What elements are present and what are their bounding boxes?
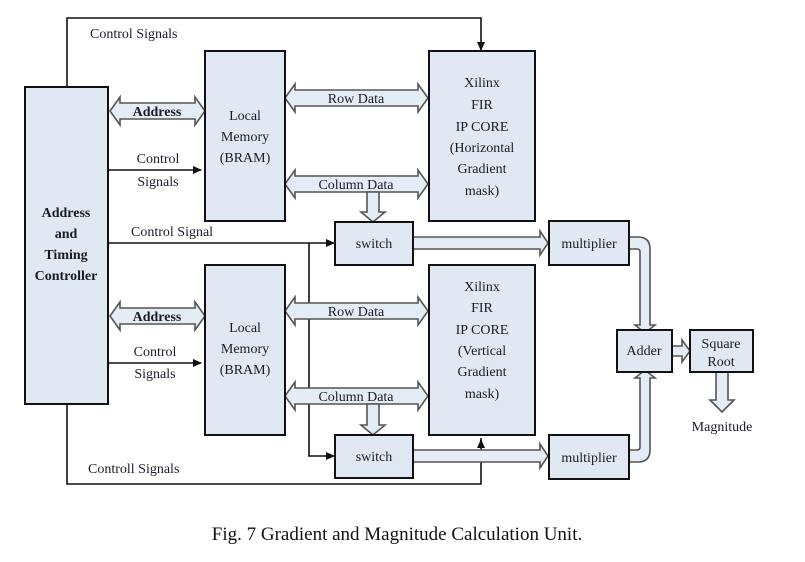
controll-signals-bottom-label: Controll Signals: [88, 462, 179, 477]
column-data-top-label: Column Data: [318, 178, 394, 193]
switch-to-multiplier-bus-top: [412, 228, 549, 258]
memory-bottom-label-2: Memory: [221, 342, 269, 357]
fir-bottom-label-6: mask): [465, 387, 500, 402]
multiplier-bottom-label: multiplier: [561, 451, 617, 466]
adder-block: Adder: [616, 329, 673, 373]
magnitude-label: Magnitude: [692, 420, 753, 435]
fir-top-label-6: mask): [465, 184, 500, 199]
multiplier-to-adder-bus-top: [627, 236, 658, 335]
local-memory-top-block: Local Memory (BRAM): [204, 50, 286, 222]
multiplier-bottom-block: multiplier: [548, 434, 630, 480]
switch-bottom-block: switch: [334, 434, 414, 479]
adder-to-sqrt-bus: [671, 337, 691, 365]
control-wire-switch-bottom: [308, 243, 335, 460]
local-memory-bottom-block: Local Memory (BRAM): [204, 264, 286, 436]
control-top-label-1: Control: [137, 152, 180, 167]
memory-top-label-1: Local: [229, 109, 261, 124]
sqrt-label-1: Square: [702, 337, 741, 352]
memory-top-label-3: (BRAM): [220, 151, 271, 166]
control-top-label-2: Signals: [137, 175, 178, 190]
controller-label-4: Controller: [35, 269, 98, 284]
switch-to-multiplier-bus-bottom: [412, 441, 549, 471]
fir-top-label-3: IP CORE: [456, 120, 509, 135]
controller-label-1: Address: [42, 206, 91, 221]
row-data-bottom-label: Row Data: [328, 305, 385, 320]
fir-top-label-4: (Horizontal: [450, 141, 515, 156]
square-root-block: Square Root: [689, 329, 754, 373]
address-top-label: Address: [133, 105, 182, 120]
adder-label: Adder: [627, 344, 662, 359]
switch-top-label: switch: [356, 237, 393, 252]
row-data-top-label: Row Data: [328, 92, 385, 107]
column-data-bus-top: [284, 167, 429, 224]
switch-top-block: switch: [334, 221, 414, 266]
fir-bottom-label-3: IP CORE: [456, 323, 509, 338]
fir-top-label-2: FIR: [471, 98, 493, 113]
sqrt-to-magnitude-bus: [708, 371, 736, 414]
fir-bottom-label-1: Xilinx: [464, 280, 500, 295]
controller-label-2: and: [55, 227, 78, 242]
address-bottom-label: Address: [133, 310, 182, 325]
fir-bottom-label-4: (Vertical: [458, 344, 506, 359]
figure-caption: Fig. 7 Gradient and Magnitude Calculatio…: [212, 524, 582, 545]
address-timing-controller-block: Address and Timing Controller: [24, 86, 109, 405]
sqrt-label-2: Root: [707, 355, 734, 370]
control-signal-mid-label: Control Signal: [131, 225, 213, 240]
fir-top-label-1: Xilinx: [464, 76, 500, 91]
multiplier-to-adder-bus-bottom: [627, 368, 658, 463]
fir-horizontal-block: Xilinx FIR IP CORE (Horizontal Gradient …: [428, 50, 536, 222]
column-data-bottom-label: Column Data: [318, 390, 394, 405]
multiplier-top-block: multiplier: [548, 220, 630, 266]
memory-bottom-label-1: Local: [229, 321, 261, 336]
fir-bottom-label-5: Gradient: [458, 365, 507, 380]
fir-top-label-5: Gradient: [458, 162, 507, 177]
fir-bottom-label-2: FIR: [471, 301, 493, 316]
control-bottom-label-1: Control: [134, 345, 177, 360]
controller-label-3: Timing: [44, 248, 87, 263]
switch-bottom-label: switch: [356, 450, 393, 465]
memory-bottom-label-3: (BRAM): [220, 363, 271, 378]
fir-vertical-block: Xilinx FIR IP CORE (Vertical Gradient ma…: [428, 264, 536, 436]
control-wire-top: [66, 17, 485, 87]
control-signals-top-label: Control Signals: [90, 27, 178, 42]
memory-top-label-2: Memory: [221, 130, 269, 145]
control-bottom-label-2: Signals: [134, 367, 175, 382]
multiplier-top-label: multiplier: [561, 237, 617, 252]
